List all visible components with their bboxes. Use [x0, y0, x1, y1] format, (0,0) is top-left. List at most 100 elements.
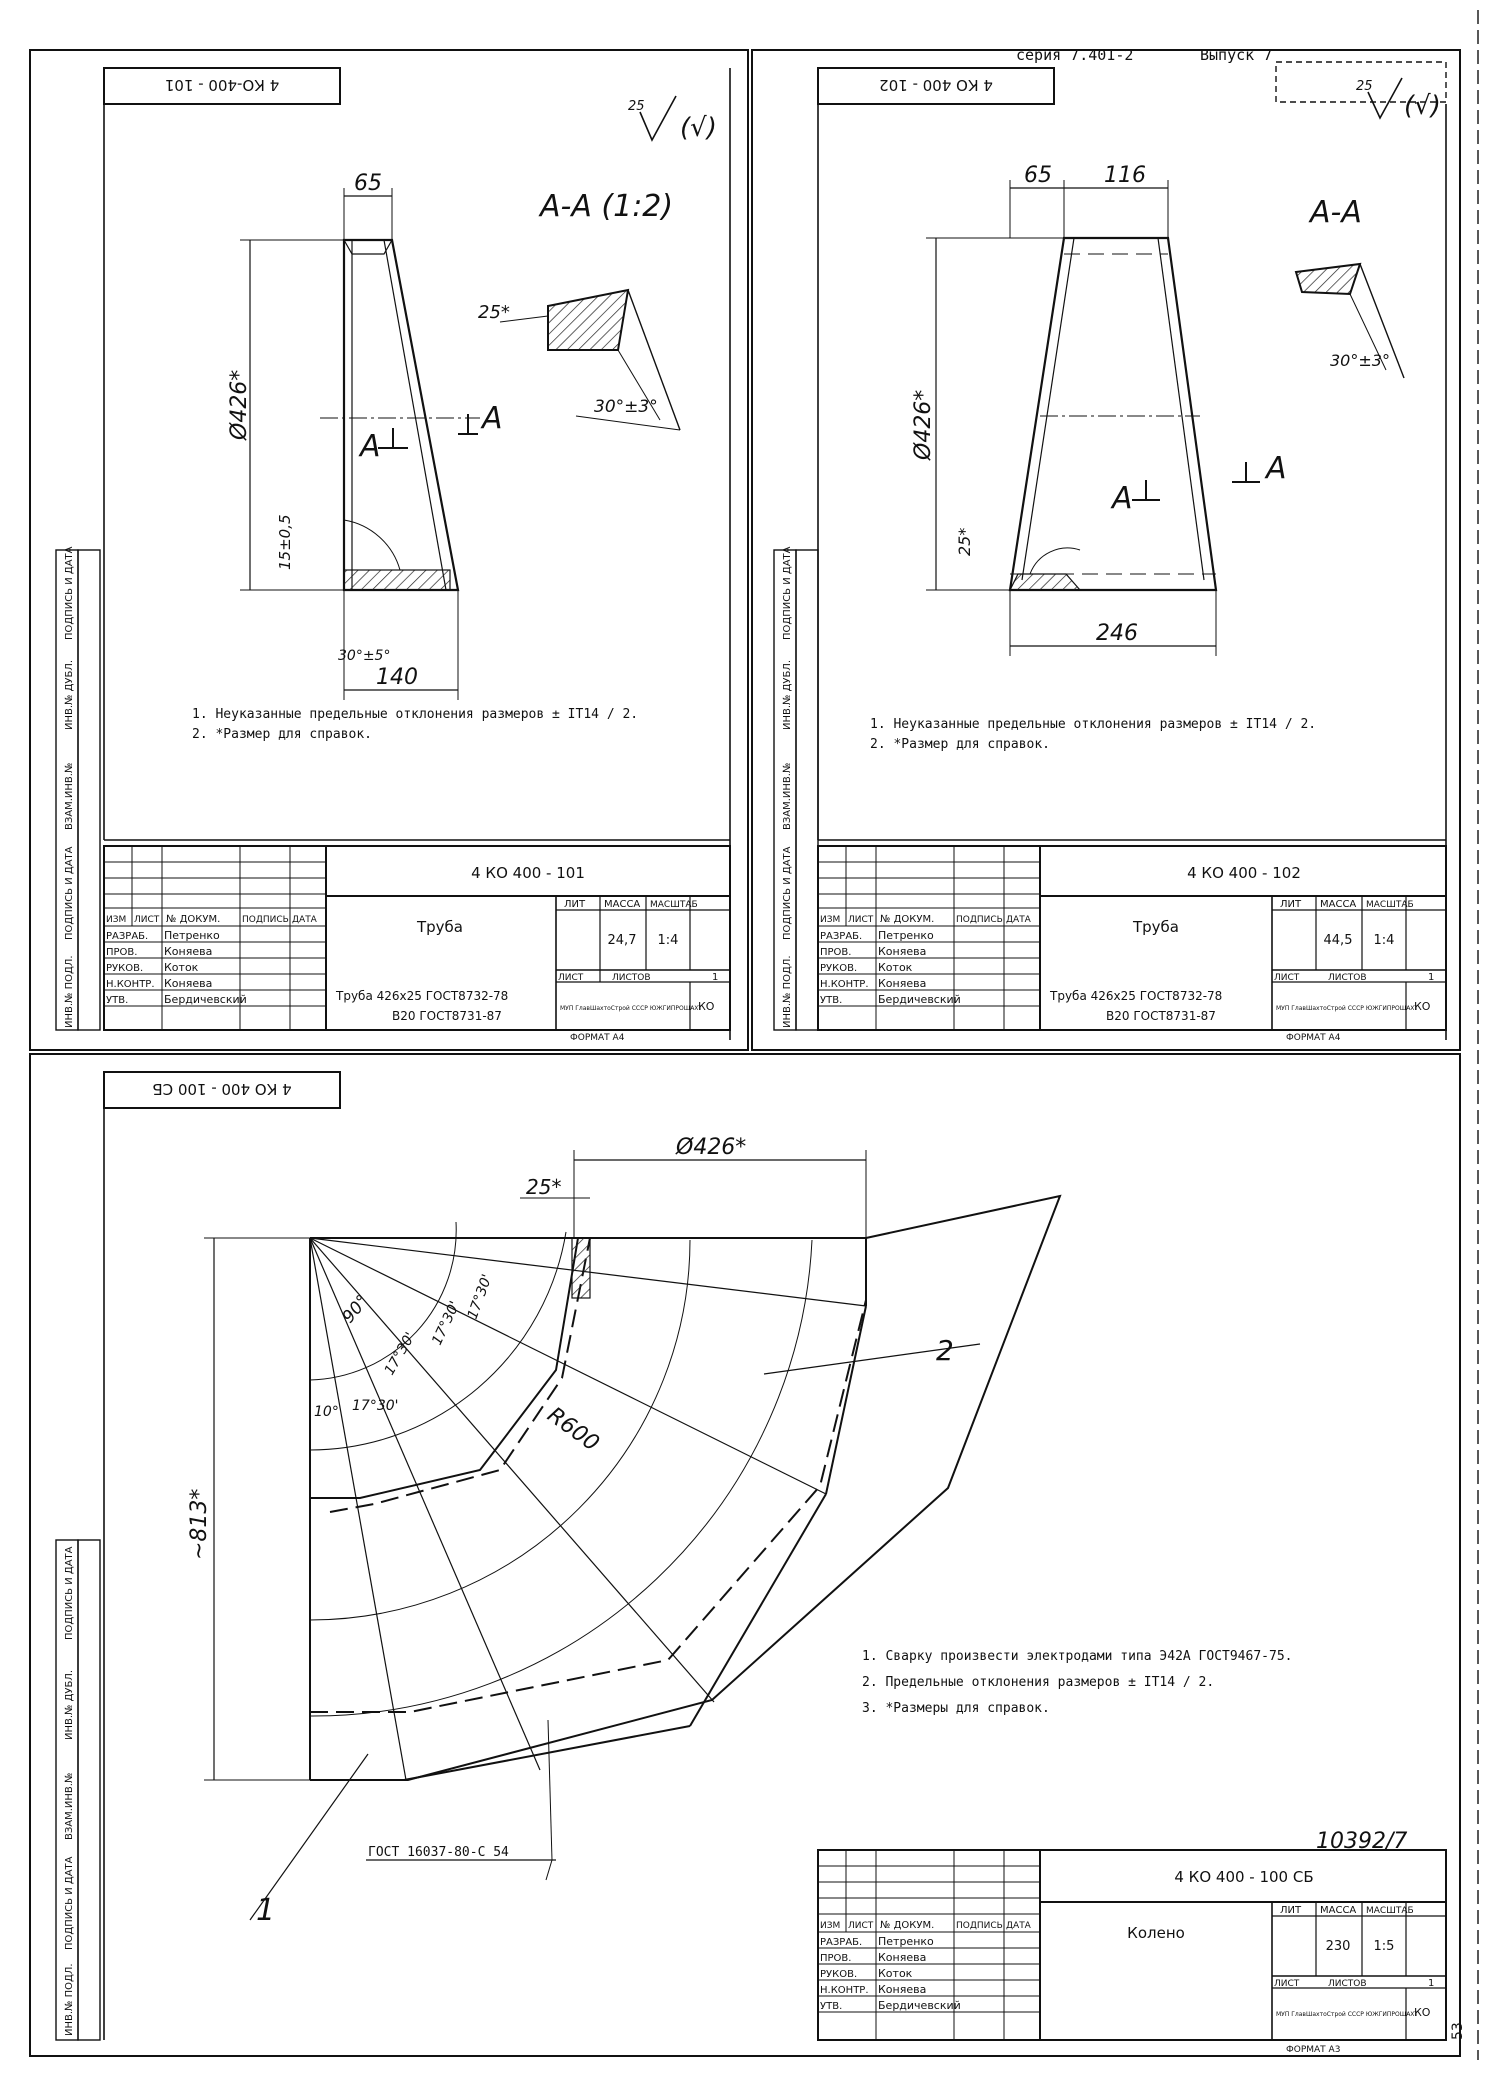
series-label: серия 7.401-2 — [1016, 46, 1133, 64]
drawing1-code-box: 4 КО-400 - 101 — [165, 76, 279, 94]
drawing1-dim-bottom: 140 — [376, 665, 418, 690]
tb2-role-4: УТВ. — [820, 995, 842, 1006]
tb2-scale-label: МАСШТАБ — [1366, 900, 1414, 910]
side-stamp-b-label-3: ИНВ.№ ДУБЛ. — [64, 1670, 75, 1740]
tb3-role-1: ПРОВ. — [820, 1953, 851, 1964]
drawing1-dim-diameter: Ø426* — [227, 370, 252, 441]
drawing2-section-mark-right: A — [1264, 451, 1287, 486]
tb2-format: ФОРМАТ А4 — [1286, 1033, 1341, 1043]
tb1-person-3: Коняева — [164, 977, 212, 990]
tb1-format: ФОРМАТ А4 — [570, 1033, 625, 1043]
tb2-role-1: ПРОВ. — [820, 947, 851, 958]
tb2-person-0: Петренко — [878, 929, 934, 942]
tb2-sheets-label: ЛИСТОВ — [1328, 973, 1367, 983]
tb1-h-doc: № ДОКУМ. — [166, 914, 220, 925]
tb3-person-2: Коток — [878, 1967, 913, 1980]
side-stamp-tl-label-3: ИНВ.№ ДУБЛ. — [64, 660, 75, 730]
side-stamp-tr-label-0: ИНВ.№ ПОДЛ. — [782, 955, 793, 1028]
tb3-person-3: Коняева — [878, 1983, 926, 1996]
tb3-format: ФОРМАТ А3 — [1286, 2045, 1340, 2055]
drawing3-corner: 53 — [1450, 2022, 1466, 2040]
tb1-sheet-label: ЛИСТ — [558, 973, 584, 983]
tb1-org: МУП ГлавШахтоСтрой СССР ЮЖГИПРОШАХТ — [560, 1005, 702, 1012]
tb3-role-3: Н.КОНТР. — [820, 1985, 869, 1996]
tb1-mass: 24,7 — [608, 933, 637, 948]
tb2-material-2: В20 ГОСТ8731-87 — [1106, 1009, 1216, 1023]
tb3-person-0: Петренко — [878, 1935, 934, 1948]
tb2-sheets: 1 — [1428, 972, 1434, 983]
tb1-h-izm: ИЗМ — [106, 915, 126, 925]
svg-text:(√): (√) — [1404, 91, 1441, 121]
tb3-lit-label: ЛИТ — [1280, 1905, 1302, 1916]
drawing3-callout-1: 1 — [256, 1893, 275, 1928]
drawing-2: 4 КО 400 - 102 25 (√) 65 116 Ø426* 25* 2… — [817, 61, 1447, 1040]
side-stamp-top-left: ИНВ.№ ПОДЛ. ПОДПИСЬ И ДАТА ВЗАМ.ИНВ.№ ИН… — [55, 546, 101, 1031]
drawing2-angle-section: 30°±3° — [1330, 351, 1390, 370]
drawing2-code-box: 4 КО 400 - 102 — [879, 76, 993, 94]
drawing2-dim-top-left: 65 — [1024, 163, 1052, 188]
tb2-h-sign: ПОДПИСЬ — [956, 915, 1003, 925]
drawing1-note-1: 1. Неуказанные предельные отклонения раз… — [192, 707, 638, 722]
tb2-role-0: РАЗРАБ. — [820, 931, 862, 942]
drawing3-code-box: 4 КО 400 - 100 СБ — [152, 1080, 291, 1098]
tb1-person-2: Коток — [164, 961, 199, 974]
tb2-mass: 44,5 — [1324, 933, 1353, 948]
tb2-designation: 4 КО 400 - 102 — [1187, 864, 1301, 882]
drawing3-angle-90: 90° — [339, 1291, 374, 1327]
tb1-scale: 1:4 — [658, 933, 679, 948]
tb2-h-izm: ИЗМ — [820, 915, 840, 925]
tb1-role-4: УТВ. — [106, 995, 128, 1006]
drawing1-angle-bottom: 30°±5° — [338, 648, 390, 664]
tb1-h-date: ДАТА — [292, 915, 318, 925]
tb2-org: МУП ГлавШахтоСтрой СССР ЮЖГИПРОШАХТ — [1276, 1005, 1418, 1012]
tb1-role-1: ПРОВ. — [106, 947, 137, 958]
drawing3-weld-note: ГОСТ 16037-80-С 54 — [368, 1845, 509, 1860]
tb3-role-0: РАЗРАБ. — [820, 1937, 862, 1948]
side-stamp-tr-label-1: ПОДПИСЬ И ДАТА — [782, 846, 793, 940]
tb1-lit-label: ЛИТ — [564, 899, 586, 910]
drawing3-dim-radius: R600 — [542, 1403, 603, 1457]
drawing1-section-label: A-A (1:2) — [538, 189, 673, 224]
tb3-h-doc: № ДОКУМ. — [880, 1920, 934, 1931]
title-block-1: ИЗМ ЛИСТ № ДОКУМ. ПОДПИСЬ ДАТА РАЗРАБ. П… — [103, 845, 731, 1043]
side-stamp-tr-label-2: ВЗАМ.ИНВ.№ — [782, 763, 793, 830]
tb1-role-0: РАЗРАБ. — [106, 931, 148, 942]
drawing3-note-3: 3. *Размеры для справок. — [862, 1701, 1050, 1716]
tb1-mass-label: МАССА — [604, 899, 640, 910]
drawing3-dim-chamfer: 25* — [526, 1175, 561, 1199]
tb3-sheets-label: ЛИСТОВ — [1328, 1979, 1367, 1989]
drawing2-note-1: 1. Неуказанные предельные отклонения раз… — [870, 717, 1316, 732]
drawing2-dim-diameter: Ø426* — [911, 390, 936, 461]
tb3-org: МУП ГлавШахтоСтрой СССР ЮЖГИПРОШАХТ — [1276, 2011, 1418, 2018]
frames — [29, 10, 1479, 2060]
tb3-sheet-label: ЛИСТ — [1274, 1979, 1300, 1989]
side-stamp-tl-label-1: ПОДПИСЬ И ДАТА — [64, 846, 75, 940]
side-stamp-bottom: ИНВ.№ ПОДЛ. ПОДПИСЬ И ДАТА ВЗАМ.ИНВ.№ ИН… — [55, 1539, 101, 2041]
drawing3-angle-2: 17°30' — [352, 1398, 398, 1414]
tb1-person-1: Коняева — [164, 945, 212, 958]
tb2-org-code: КО — [1414, 1000, 1431, 1013]
svg-text:(√): (√) — [680, 113, 717, 143]
side-stamp-top-right: ИНВ.№ ПОДЛ. ПОДПИСЬ И ДАТА ВЗАМ.ИНВ.№ ИН… — [773, 546, 819, 1031]
tb1-role-3: Н.КОНТР. — [106, 979, 155, 990]
drawing2-roughness: 25 — [1356, 79, 1373, 94]
issue-label: Выпуск 7 — [1200, 46, 1272, 64]
tb3-name: Колено — [1127, 1924, 1185, 1942]
tb1-scale-label: МАСШТАБ — [650, 900, 698, 910]
tb3-org-code: КО — [1414, 2006, 1431, 2019]
tb2-role-3: Н.КОНТР. — [820, 979, 869, 990]
title-block-2: ИЗМ ЛИСТ № ДОКУМ. ПОДПИСЬ ДАТА РАЗРАБ. П… — [817, 845, 1447, 1043]
tb2-h-list: ЛИСТ — [848, 915, 874, 925]
drawing1-section-mark-right: A — [480, 401, 503, 436]
tb2-person-3: Коняева — [878, 977, 926, 990]
tb1-org-code: КО — [698, 1000, 715, 1013]
tb3-h-izm: ИЗМ — [820, 1921, 840, 1931]
tb2-material-1: Труба 426х25 ГОСТ8732-78 — [1049, 989, 1222, 1003]
drawing3-angle-1: 10° — [314, 1404, 339, 1420]
tb2-mass-label: МАССА — [1320, 899, 1356, 910]
tb3-scale-label: МАСШТАБ — [1366, 1906, 1414, 1916]
tb3-sheets: 1 — [1428, 1978, 1434, 1989]
drawing1-roughness: 25 — [628, 99, 645, 114]
side-stamp-b-label-2: ВЗАМ.ИНВ.№ — [64, 1773, 75, 1840]
